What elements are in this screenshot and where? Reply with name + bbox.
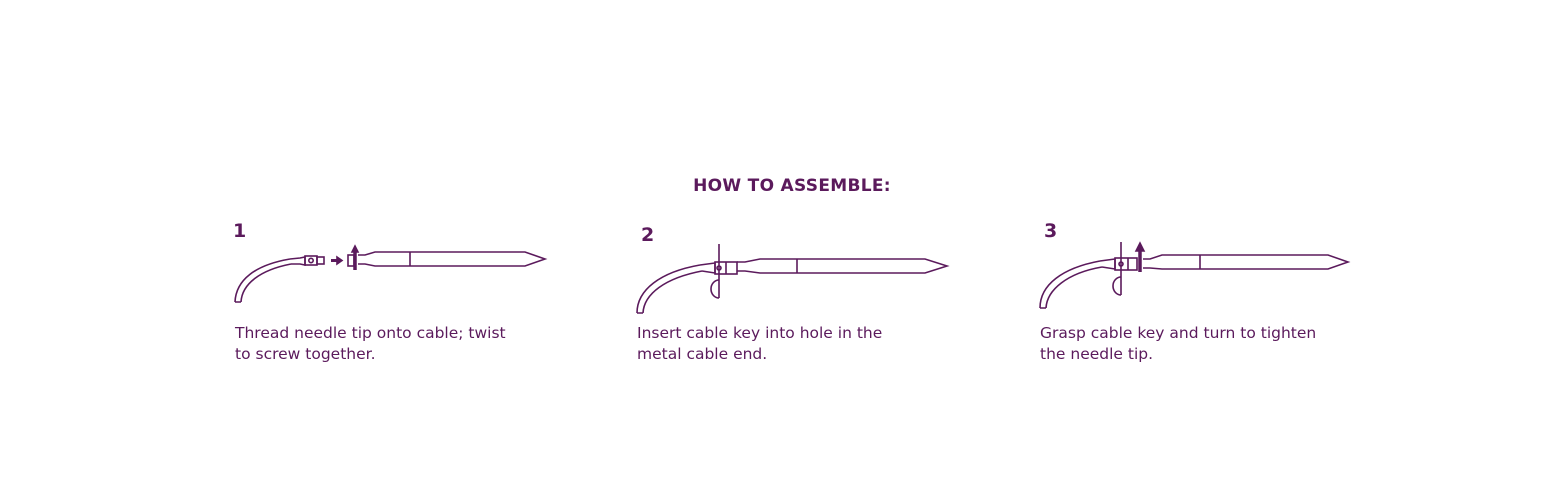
step-2-caption-line-2: metal cable end.	[637, 345, 768, 363]
step-1-caption-line-2: to screw together.	[235, 345, 376, 363]
step-3-caption-line-1: Grasp cable key and turn to tighten	[1040, 324, 1317, 342]
step-1-number: 1	[233, 220, 247, 242]
page-title: HOW TO ASSEMBLE:	[693, 176, 891, 196]
step-3-caption-line-2: the needle tip.	[1040, 345, 1154, 363]
step-1-caption-line-1: Thread needle tip onto cable; twist	[235, 324, 506, 342]
step-2-caption-line-1: Insert cable key into hole in the	[637, 324, 883, 342]
cable-key-insert-icon	[636, 244, 950, 314]
step-3-caption: Grasp cable key and turn to tighten the …	[1040, 323, 1380, 365]
cable-key-tighten-icon	[1039, 241, 1351, 309]
step-3-number: 3	[1044, 220, 1058, 242]
step-1-caption: Thread needle tip onto cable; twist to s…	[235, 323, 555, 365]
step-2-number: 2	[641, 224, 655, 246]
step-2-caption: Insert cable key into hole in the metal …	[637, 323, 957, 365]
needle-thread-icon	[234, 244, 548, 303]
